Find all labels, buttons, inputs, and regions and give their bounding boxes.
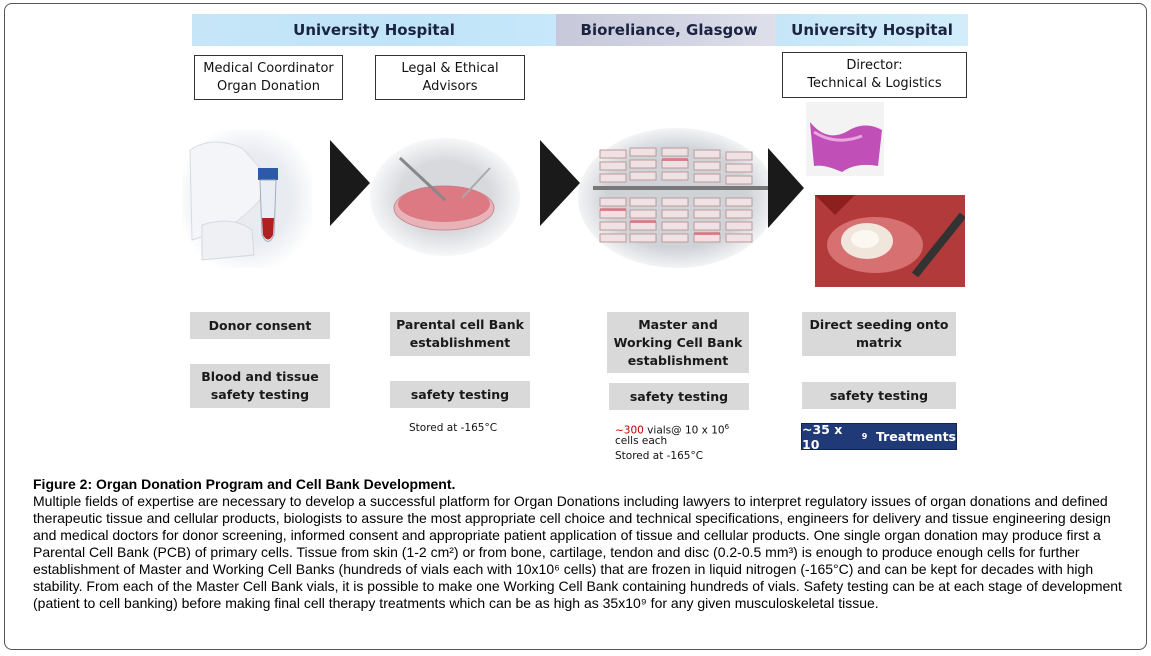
note-cells-each: cells each bbox=[615, 435, 668, 447]
caption-body: Multiple fields of expertise are necessa… bbox=[33, 493, 1122, 611]
treatments-badge: ~35 x 10 9 Treatments bbox=[801, 421, 957, 452]
step-blood-tissue-safety-testing: Blood and tissue safety testing bbox=[190, 364, 330, 408]
banner-university-hospital-left: University Hospital bbox=[192, 14, 556, 46]
step-master-safety-testing: safety testing bbox=[609, 383, 749, 410]
caption-title: Figure 2: Organ Donation Program and Cel… bbox=[33, 476, 456, 492]
photo-seeded-matrix bbox=[806, 102, 884, 176]
treatments-exponent: 9 bbox=[861, 432, 868, 441]
treatments-suffix: Treatments bbox=[867, 429, 956, 444]
photo-donor-sample-tube bbox=[182, 130, 312, 268]
vials-count: ~300 bbox=[615, 424, 644, 437]
arrow-right-icon bbox=[768, 148, 804, 228]
note-vials: ~300 vials@ 10 x 106 bbox=[615, 420, 729, 438]
vials-text: vials@ 10 x 10 bbox=[643, 424, 725, 437]
step-direct-safety-testing: safety testing bbox=[802, 382, 956, 409]
banner-university-hospital-right: University Hospital bbox=[776, 14, 968, 46]
treatments-prefix: ~35 x 10 bbox=[802, 421, 843, 452]
role-director-technical-logistics: Director: Technical & Logistics bbox=[782, 52, 967, 98]
arrow-right-icon bbox=[540, 140, 580, 226]
photo-cell-culture-flasks bbox=[578, 128, 776, 268]
photo-surgical-application bbox=[815, 195, 965, 287]
photo-petri-dish bbox=[370, 138, 520, 256]
vials-exponent: 6 bbox=[724, 423, 730, 431]
step-parental-safety-testing: safety testing bbox=[390, 381, 530, 408]
note-master-storage: Stored at -165°C bbox=[615, 450, 704, 462]
role-medical-coordinator: Medical Coordinator Organ Donation bbox=[194, 55, 343, 100]
step-master-working-cell-bank: Master and Working Cell Bank establishme… bbox=[607, 312, 749, 373]
step-parental-cell-bank: Parental cell Bank establishment bbox=[390, 312, 530, 356]
note-parental-storage: Stored at -165°C bbox=[409, 422, 498, 434]
arrow-right-icon bbox=[330, 140, 370, 226]
step-direct-seeding: Direct seeding onto matrix bbox=[802, 312, 956, 356]
role-legal-ethical-advisors: Legal & Ethical Advisors bbox=[375, 55, 525, 100]
step-donor-consent: Donor consent bbox=[190, 312, 330, 339]
banner-bioreliance-glasgow: Bioreliance, Glasgow bbox=[556, 14, 782, 46]
